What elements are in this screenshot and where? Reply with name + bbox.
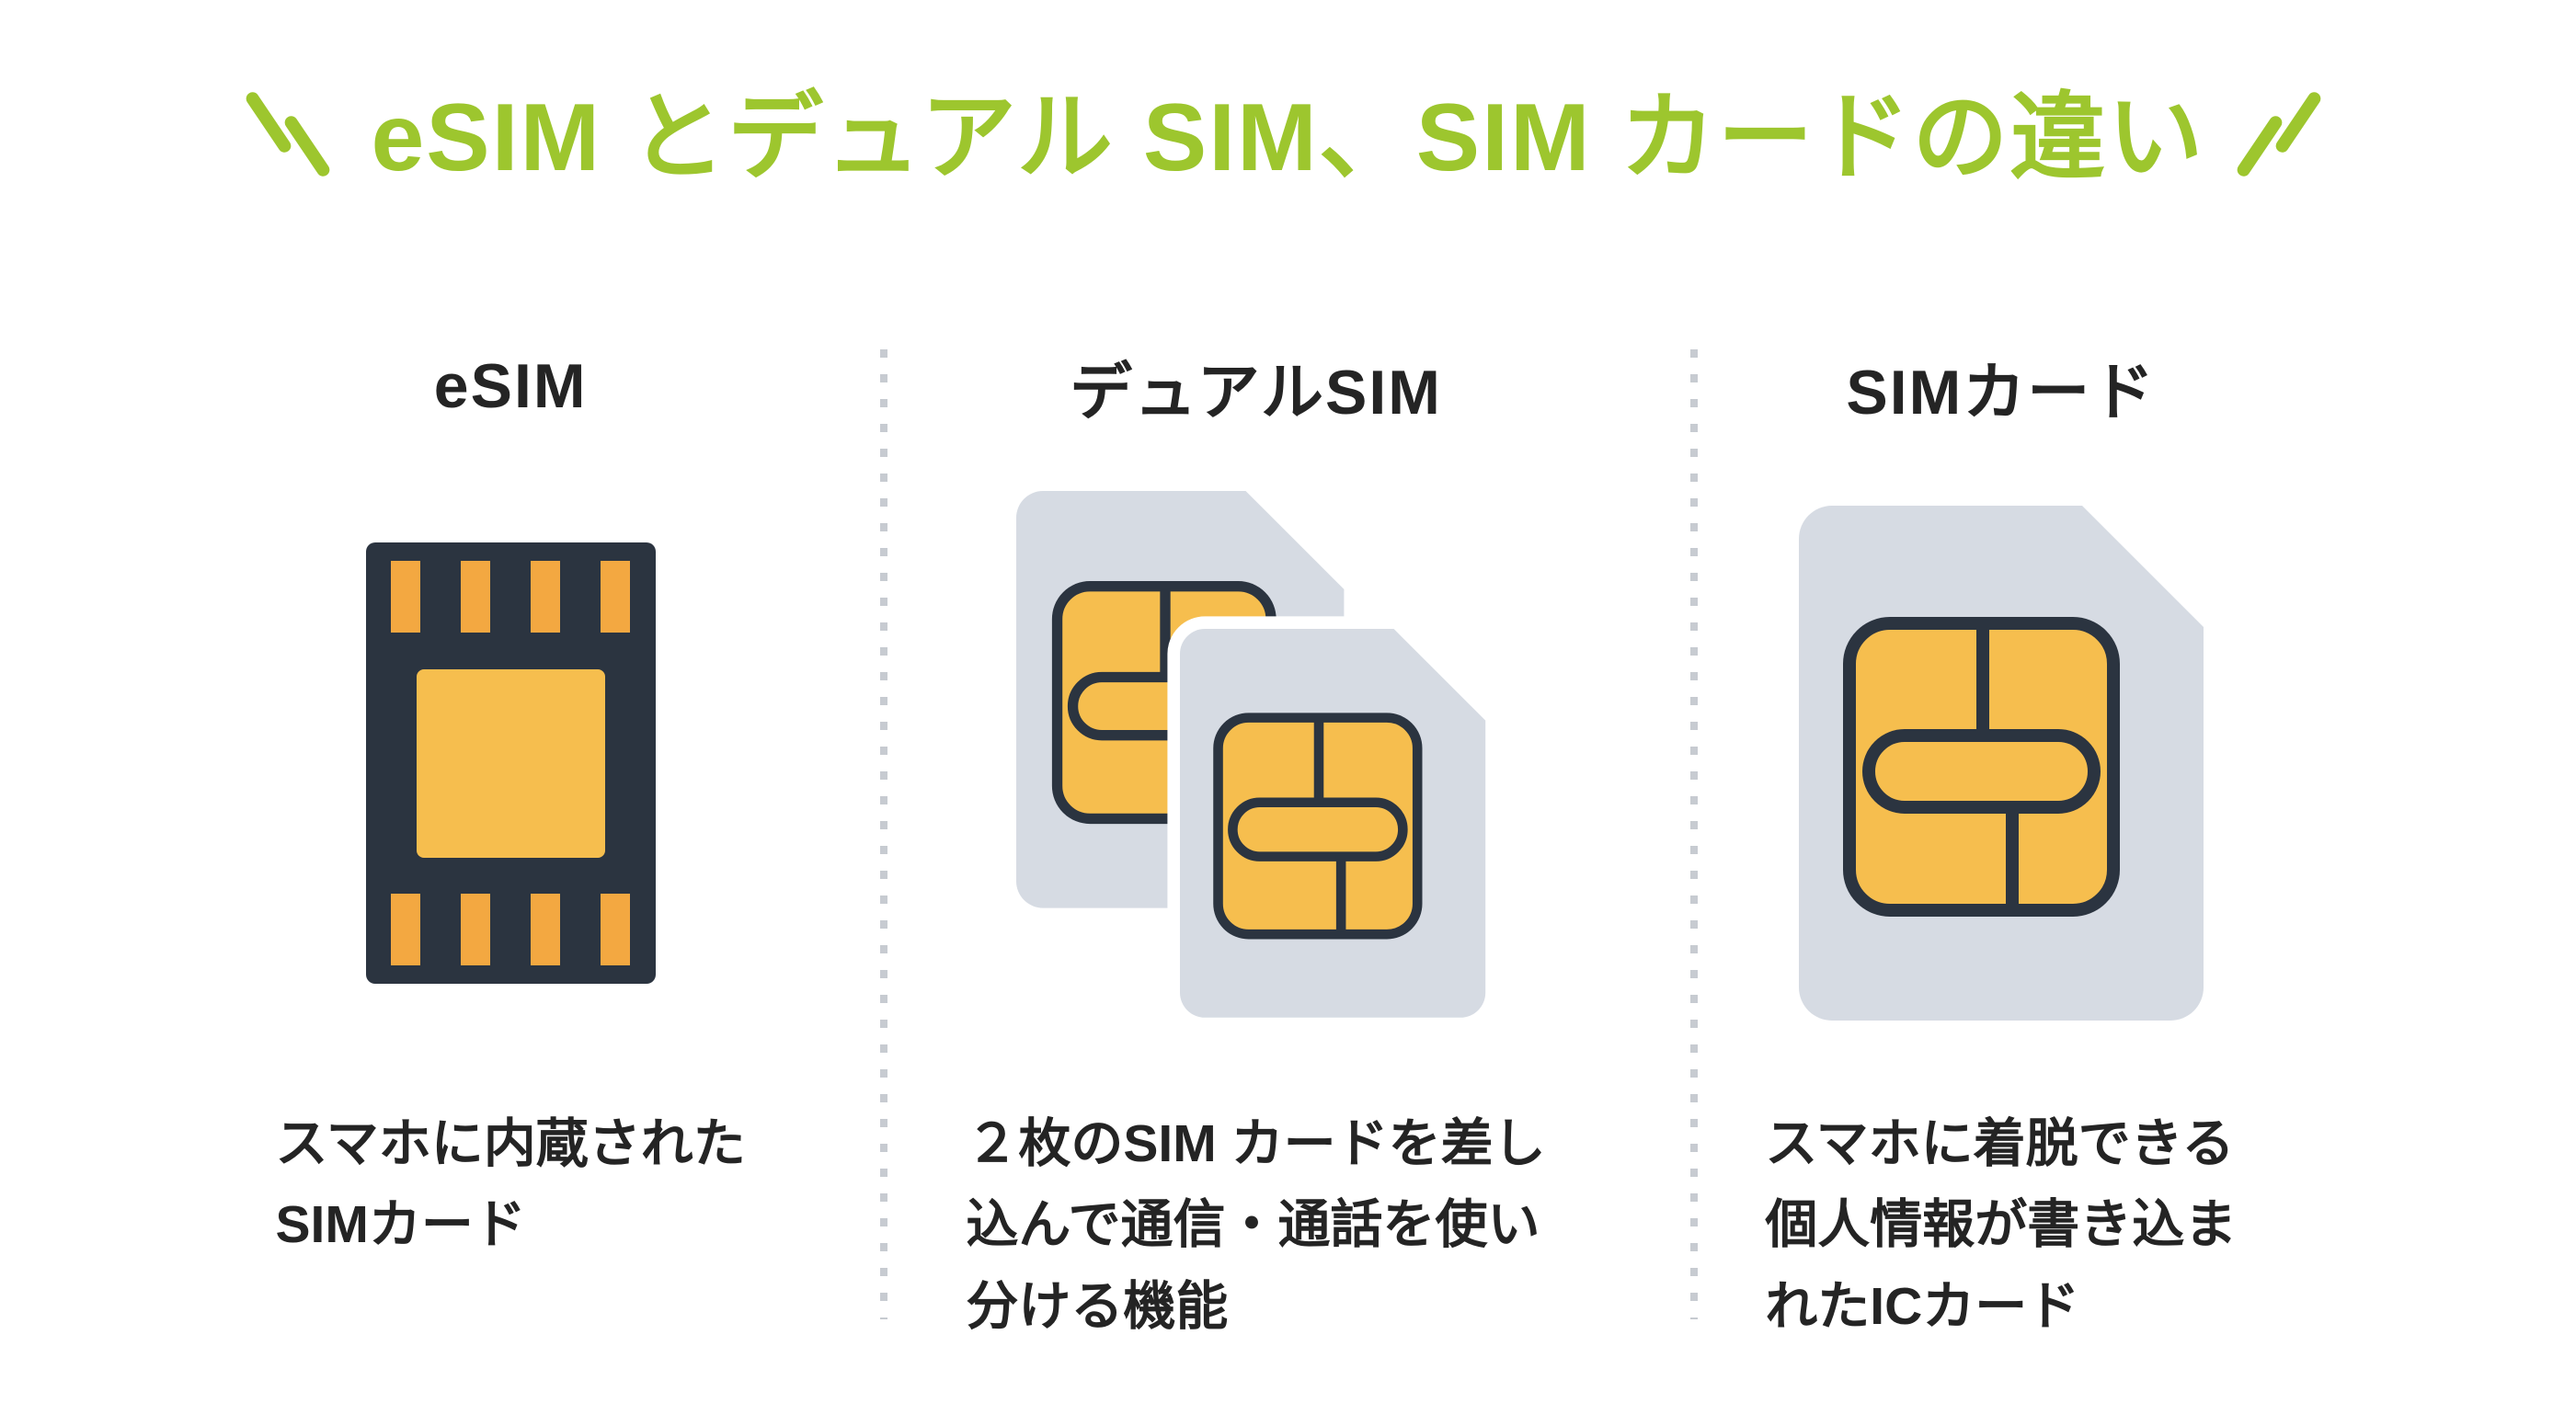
column-esim-header: eSIM <box>433 351 588 421</box>
column-divider-right <box>1690 349 1698 1319</box>
column-esim: eSIM スマホに内蔵された <box>0 331 883 1347</box>
esim-chip-svg <box>365 542 656 984</box>
column-sim-card: SIMカード スマホに着脱できる 個人情報が書き込ま れたICカード <box>1629 331 2576 1347</box>
column-divider-left <box>880 349 887 1319</box>
column-sim-card-header: SIMカード <box>1846 357 2157 428</box>
sim-card-front <box>1167 616 1495 1031</box>
dual-sim-svg <box>1016 491 1495 1031</box>
title-decor-right-icon <box>2234 78 2323 198</box>
esim-chip-icon <box>365 487 656 1039</box>
esim-chip-contacts <box>390 561 630 965</box>
sim-card-svg <box>1798 506 2204 1021</box>
title-text: eSIM とデュアル SIM、SIM カードの違い <box>371 84 2205 191</box>
column-dual-sim-header: デュアルSIM <box>1070 357 1442 428</box>
column-dual-sim: デュアルSIM <box>883 331 1628 1347</box>
column-esim-description: スマホに内蔵された SIMカード <box>275 1114 746 1255</box>
page-title: eSIM とデュアル SIM、SIM カードの違い <box>0 78 2576 198</box>
column-sim-card-description: スマホに着脱できる 個人情報が書き込ま れたICカード <box>1765 1114 2238 1336</box>
esim-chip-core <box>416 669 605 858</box>
column-dual-sim-description: ２枚のSIM カードを差し 込んで通信・通話を使い 分ける機能 <box>966 1114 1546 1336</box>
sim-card-icon <box>1798 487 2204 1039</box>
dual-sim-cards-icon <box>1016 487 1495 1039</box>
title-decor-left-icon <box>244 78 333 198</box>
comparison-columns: eSIM スマホに内蔵された <box>0 331 2576 1347</box>
sim-card-chip <box>1842 617 2120 917</box>
